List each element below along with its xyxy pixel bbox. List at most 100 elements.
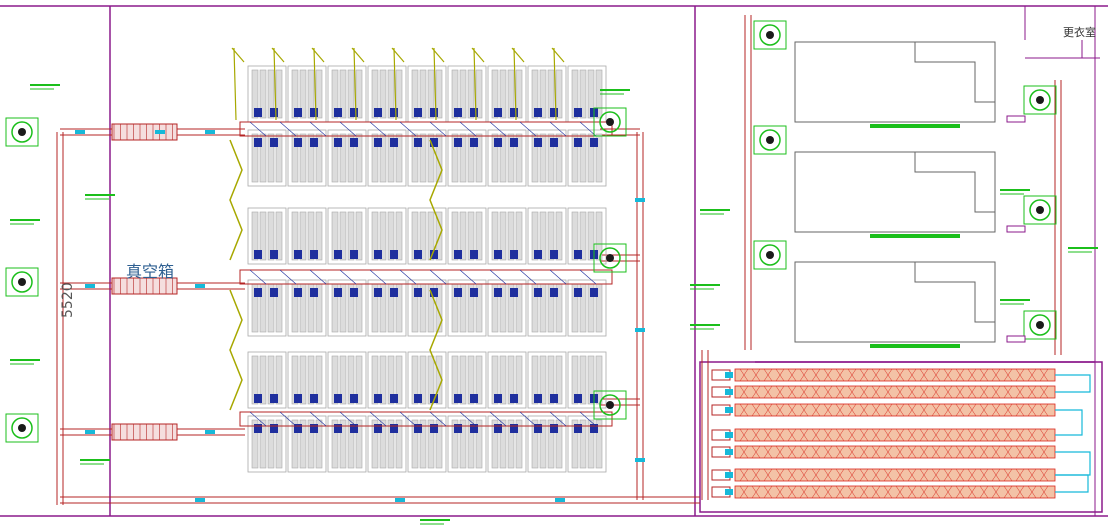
cell-slot: [499, 69, 507, 119]
cell-blue-b: [430, 250, 438, 259]
cell-slot: [459, 211, 467, 261]
note-mark: [1068, 247, 1098, 253]
cell-slot: [331, 355, 339, 405]
turntable-station: [753, 240, 787, 270]
cell-blue-b: [390, 250, 398, 259]
cell-slot: [467, 419, 475, 469]
rack-cross: [931, 385, 941, 399]
cell-slot: [371, 133, 379, 183]
rack-cross: [895, 385, 905, 399]
rack-cross: [799, 385, 809, 399]
rack-cross: [955, 445, 965, 459]
cell-slot: [307, 355, 315, 405]
cell-outline: [567, 129, 607, 187]
cell-blue-a: [254, 108, 262, 117]
cell-slot: [299, 69, 307, 119]
cell-slot: [291, 211, 299, 261]
cell-blue-a: [574, 138, 582, 147]
cell-slot: [347, 419, 355, 469]
feeder-left-zigzag: [229, 289, 243, 411]
feeder-left-zigzag: [229, 139, 243, 261]
furnace-cell: [567, 351, 607, 409]
cell-slot: [355, 355, 363, 405]
rack-cross: [739, 403, 749, 417]
olive-feeder-col: [311, 47, 325, 121]
rack-cross: [763, 368, 773, 382]
cell-outline: [487, 129, 527, 187]
cell-slot: [331, 133, 339, 183]
cell-slot: [491, 133, 499, 183]
cell-blue-a: [574, 250, 582, 259]
turntable-station: [1023, 85, 1057, 115]
cell-slot: [379, 133, 387, 183]
furnace-cell: [247, 351, 287, 409]
cell-blue-b: [350, 288, 358, 297]
rack-cross: [943, 485, 953, 499]
rack-cross: [1027, 468, 1037, 482]
cell-slot: [539, 69, 547, 119]
cell-blue-a: [334, 108, 342, 117]
cell-slot: [419, 133, 427, 183]
cell-slot: [379, 69, 387, 119]
cell-slot: [579, 211, 587, 261]
cell-blue-b: [310, 394, 318, 403]
rack-cross: [799, 485, 809, 499]
cell-outline: [287, 129, 327, 187]
cell-slot: [491, 211, 499, 261]
rack-cross: [1015, 403, 1025, 417]
cell-blue-a: [574, 288, 582, 297]
turntable-station: [753, 20, 787, 50]
cell-outline: [487, 207, 527, 265]
rack-cross: [943, 428, 953, 442]
cell-slot: [411, 211, 419, 261]
rack-cross: [787, 428, 797, 442]
rack-cross: [1027, 403, 1037, 417]
vacuum-box-label: 真空箱: [126, 262, 175, 281]
cell-outline: [487, 415, 527, 473]
note-mark: [420, 519, 450, 525]
turntable-station: [593, 390, 627, 420]
cell-slot: [387, 133, 395, 183]
storage-rack-row: [711, 385, 1056, 399]
rack-cross: [967, 468, 977, 482]
furnace-cell: [407, 415, 447, 473]
cell-slot: [395, 133, 403, 183]
furnace-cell: [327, 65, 367, 123]
cell-slot: [459, 419, 467, 469]
rack-cross: [823, 445, 833, 459]
rail-cross: [309, 411, 327, 427]
conveyor-left-v: [56, 132, 64, 505]
cell-outline: [327, 129, 367, 187]
cell-outline: [527, 351, 567, 409]
cell-slot: [419, 211, 427, 261]
cell-blue-a: [454, 250, 462, 259]
rack-cross: [1015, 385, 1025, 399]
cell-slot: [291, 133, 299, 183]
rack-cross: [955, 403, 965, 417]
furnace-cell: [287, 279, 327, 337]
cell-outline: [247, 207, 287, 265]
cell-outline: [327, 279, 367, 337]
cell-slot: [467, 355, 475, 405]
rack-cross: [847, 485, 857, 499]
cell-slot: [435, 133, 443, 183]
cell-slot: [371, 69, 379, 119]
rack-cross: [775, 368, 785, 382]
cell-blue-b: [550, 288, 558, 297]
cell-blue-a: [374, 250, 382, 259]
room-outline: [794, 151, 996, 233]
cell-slot: [259, 69, 267, 119]
cell-slot: [467, 211, 475, 261]
cell-slot: [515, 133, 523, 183]
cell-blue-a: [414, 394, 422, 403]
rack-cross: [907, 385, 917, 399]
rail-cross: [429, 121, 447, 137]
cell-blue-a: [254, 250, 262, 259]
cell-slot: [579, 419, 587, 469]
cell-slot: [547, 133, 555, 183]
rack-cross: [1003, 485, 1013, 499]
cell-outline: [487, 279, 527, 337]
cell-slot: [379, 419, 387, 469]
room-green-bar: [870, 344, 960, 348]
